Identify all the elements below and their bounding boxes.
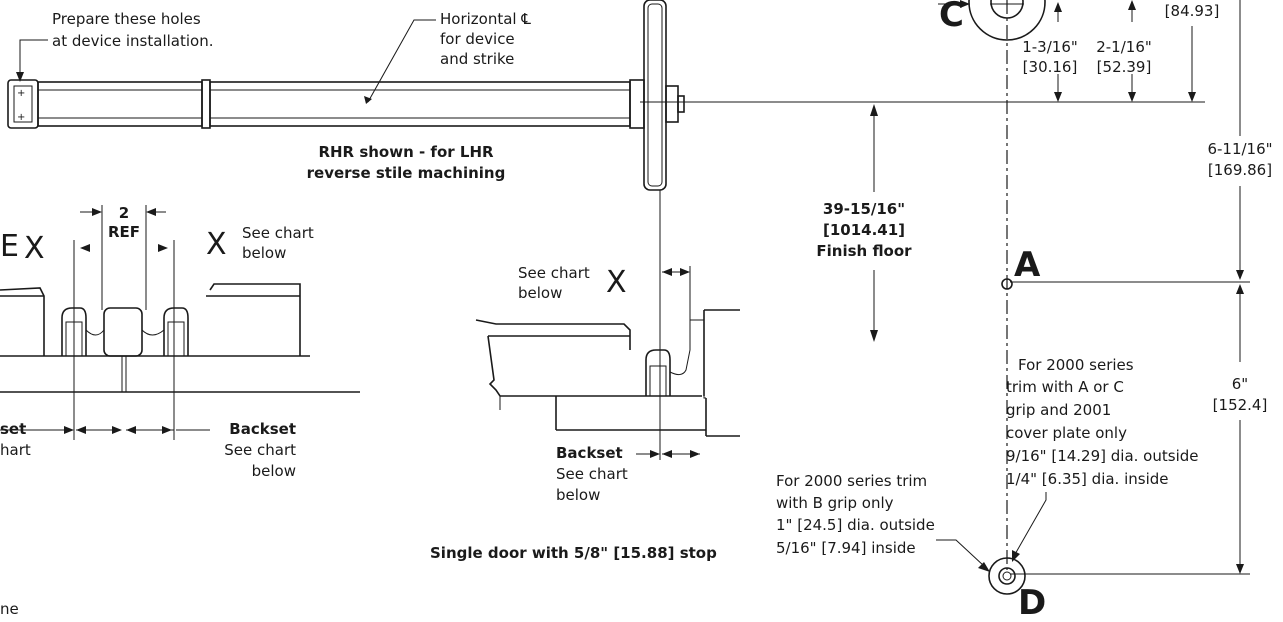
- two-ref-line1: 2: [119, 204, 129, 222]
- backset-left-fragment2: hart: [0, 441, 31, 459]
- floor-dim-line2: [1014.41]: [823, 221, 905, 239]
- backset-single-line3: below: [556, 486, 600, 504]
- b-grip-line4: 5/16" [7.94] inside: [776, 539, 916, 557]
- dim-1-3-16: 1-3/16": [1022, 38, 1078, 56]
- double-door-detail: E X X See chart below 2 REF: [0, 204, 360, 480]
- dim-6-11-16: 6-11/16": [1207, 140, 1272, 158]
- backset-left-fragment: set: [0, 420, 26, 438]
- b-grip-line2: with B grip only: [776, 494, 894, 512]
- point-c-label: C: [939, 0, 964, 35]
- ac-grip-line2: trim with A or C: [1006, 378, 1124, 396]
- ac-grip-line1: For 2000 series: [1018, 356, 1134, 374]
- dim-6: 6": [1232, 375, 1248, 393]
- ac-grip-line3: grip and 2001: [1006, 401, 1111, 419]
- single-x-chart-line2: below: [518, 284, 562, 302]
- device-lever: [643, 0, 685, 400]
- hole-locations: C 1-3/16" [30.16] 2-1/16" [52.39] [84.93…: [776, 0, 1273, 622]
- ac-grip-line5: 9/16" [14.29] dia. outside: [1006, 447, 1198, 465]
- x-mark-single: X: [606, 265, 627, 300]
- prepare-holes-note: Prepare these holes at device installati…: [16, 10, 213, 82]
- floor-dim-line1: 39-15/16": [823, 200, 905, 218]
- dim-52-39: [52.39]: [1097, 58, 1152, 76]
- point-d-label: D: [1018, 583, 1046, 617]
- two-ref-line2: REF: [108, 223, 140, 241]
- x-mark-mid: X: [206, 227, 227, 262]
- horiz-note-line1: Horizontal ℄: [440, 10, 531, 28]
- b-grip-line3: 1" [24.5] dia. outside: [776, 516, 935, 534]
- backset-single-line2: See chart: [556, 465, 628, 483]
- floor-dim-line3: Finish floor: [816, 242, 912, 260]
- dim-152-4: [152.4]: [1213, 396, 1268, 414]
- rhr-note-line1: RHR shown - for LHR: [318, 143, 494, 161]
- dim-30-16: [30.16]: [1023, 58, 1078, 76]
- dim-84-93: [84.93]: [1165, 2, 1220, 20]
- single-door-detail: See chart below X Backset See chart belo…: [430, 264, 740, 562]
- prepare-note-line1: Prepare these holes: [52, 10, 201, 28]
- x-mark-left: X: [24, 231, 45, 266]
- svg-text:+: +: [17, 88, 25, 99]
- backset-mid-line2: See chart: [224, 441, 296, 459]
- ac-grip-line6: 1/4" [6.35] dia. inside: [1006, 470, 1169, 488]
- horizontal-cl-note: Horizontal ℄ for device and strike: [364, 10, 531, 104]
- dim-2-1-16: 2-1/16": [1096, 38, 1152, 56]
- horiz-note-line3: and strike: [440, 50, 514, 68]
- dim-169-86: [169.86]: [1208, 161, 1272, 179]
- x-chart-line1: See chart: [242, 224, 314, 242]
- rhr-note-line2: reverse stile machining: [307, 164, 506, 182]
- horiz-note-line2: for device: [440, 30, 515, 48]
- exit-device-bar: + +: [7, 79, 645, 129]
- single-door-caption: Single door with 5/8" [15.88] stop: [430, 544, 717, 562]
- backset-mid-label: Backset: [229, 420, 296, 438]
- x-mark-left-partial: E: [0, 229, 19, 264]
- backset-mid-line3: below: [252, 462, 296, 480]
- ac-grip-line4: cover plate only: [1006, 424, 1127, 442]
- finish-floor-dimension: 39-15/16" [1014.41] Finish floor: [816, 104, 912, 342]
- single-x-chart-line1: See chart: [518, 264, 590, 282]
- backset-single-label: Backset: [556, 444, 623, 462]
- x-chart-line2: below: [242, 244, 286, 262]
- point-a-label: A: [1014, 245, 1041, 285]
- svg-text:+: +: [17, 112, 25, 123]
- prepare-note-line2: at device installation.: [52, 32, 213, 50]
- partial-bottom-text: ne: [0, 600, 19, 617]
- b-grip-line1: For 2000 series trim: [776, 472, 927, 490]
